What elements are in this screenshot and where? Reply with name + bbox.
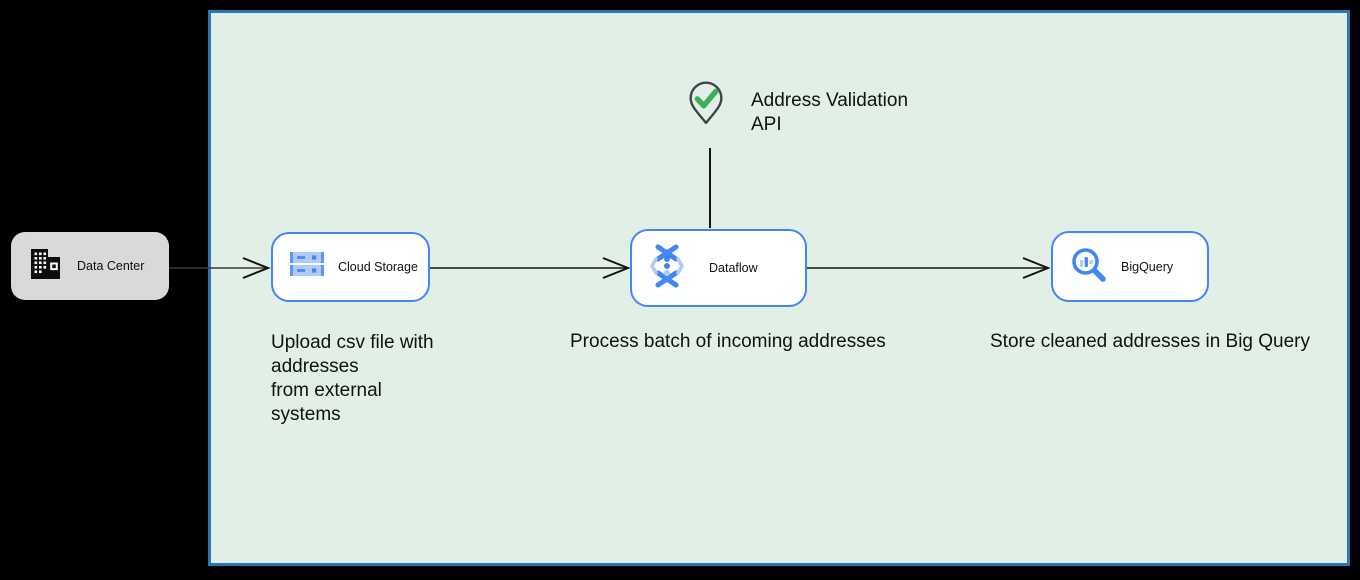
node-label: Dataflow [709,261,758,275]
caption-process: Process batch of incoming addresses [570,331,886,352]
node-label: BigQuery [1121,259,1174,274]
node-label: Data Center [77,259,145,273]
address-validation-label: Address Validation API [751,90,909,135]
caption-store: Store cleaned addresses in Big Query [990,331,1311,352]
caption-upload: Upload csv file with addresses from exte… [271,332,434,425]
node-dataflow[interactable]: Dataflow [630,229,807,307]
node-label: Cloud Storage [338,260,418,274]
map-pin-check-icon [687,80,725,141]
node-data-center[interactable]: Data Center [11,232,169,300]
magnifier-chart-icon [1070,246,1107,288]
dataflow-icon [649,244,685,293]
building-icon [28,246,63,287]
storage-buckets-icon [290,251,324,283]
node-cloud-storage[interactable]: Cloud Storage [271,232,430,302]
node-bigquery[interactable]: BigQuery [1051,231,1209,302]
